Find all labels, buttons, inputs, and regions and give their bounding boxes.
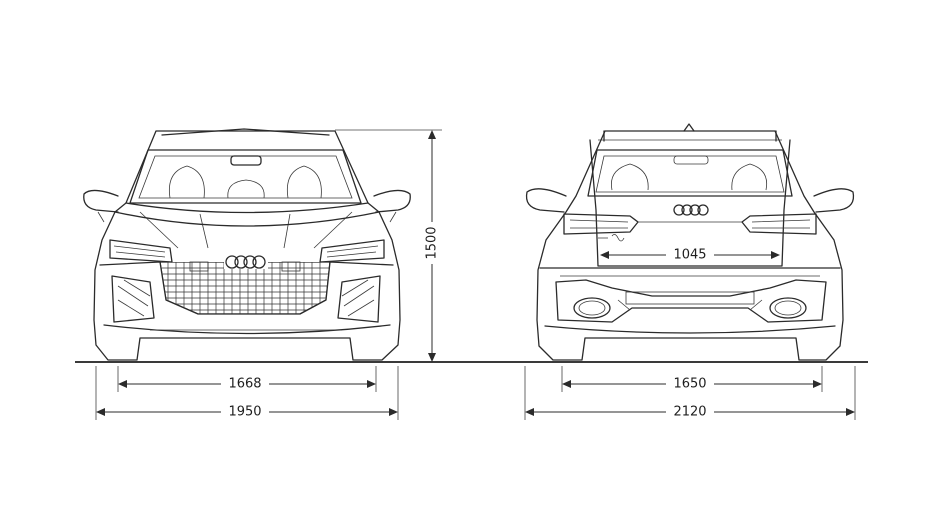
front-height-dimension: 1500 [335,129,442,362]
front-overall-width-value: 1950 [228,405,261,420]
rear-overall-width-value: 2120 [673,405,706,420]
front-overall-width-dimension: 1950 [95,366,399,421]
front-grille [160,262,330,314]
front-rings-logo [224,255,268,269]
rear-track-dimension: 1650 [561,366,823,393]
front-height-value: 1500 [425,226,440,259]
front-track-value: 1668 [228,377,261,392]
rear-overall-width-dimension: 2120 [524,366,856,421]
front-track-dimension: 1668 [117,366,377,393]
rear-rings-logo [673,204,709,216]
front-body-outline [83,128,411,361]
rear-track-value: 1650 [673,377,706,392]
rear-view: 1045 1650 2120 [524,123,856,421]
rear-body-outline [525,123,855,361]
rear-trunk-opening-dimension: 1045 [600,246,780,264]
front-view: 1500 1668 1950 [83,128,442,421]
rear-trunk-opening-value: 1045 [673,248,706,263]
